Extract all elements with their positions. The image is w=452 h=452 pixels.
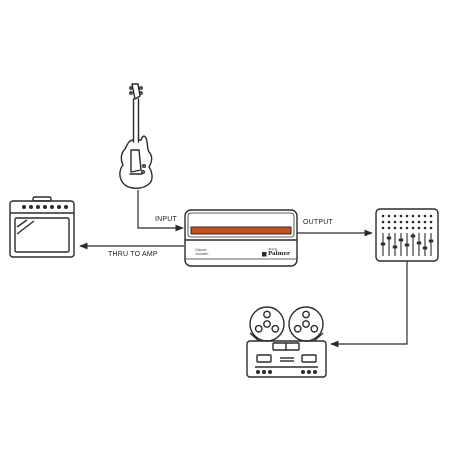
mixer-knob [417, 214, 421, 218]
mixer-fader-cap [392, 245, 398, 249]
input-connection-line [137, 190, 184, 232]
device-brand-small: dbSplit [268, 247, 278, 251]
mixer-fader-cap [416, 241, 422, 245]
mixer-fader-cap [422, 246, 428, 250]
mixer-knob-grid [381, 214, 433, 230]
mixer-fader-cap [398, 238, 404, 242]
mixer-knob [423, 220, 427, 224]
thru-to-amp-label: THRU TO AMP [108, 251, 158, 258]
mixer-faders [380, 233, 434, 256]
mixer-fader-cap [410, 234, 416, 238]
mixer-knob [387, 220, 391, 224]
signal-splitter-device [184, 209, 298, 267]
mixer-knob [423, 226, 427, 230]
mixer-knob [399, 220, 403, 224]
mixer-knob [381, 214, 385, 218]
reel-to-reel-recorder-icon [246, 306, 327, 378]
mixer-knob [393, 226, 397, 230]
mixer-knob [381, 220, 385, 224]
mixer-knob [393, 214, 397, 218]
mixer-fader-cap [386, 236, 392, 240]
mixer-fader-cap [380, 242, 386, 246]
mixer-knob [393, 220, 397, 224]
mixer-knob [411, 220, 415, 224]
mixer-fader-cap [428, 239, 434, 243]
mixer-knob [417, 226, 421, 230]
mixer-knob [399, 226, 403, 230]
mixer-knob [411, 226, 415, 230]
mixer-knob [411, 214, 415, 218]
mixer-fader-cap [404, 243, 410, 247]
output-label: OUTPUT [303, 219, 333, 226]
mixer-knob [429, 220, 433, 224]
device-model-line1: Classic [195, 248, 207, 252]
palmer-logo-icon [262, 252, 267, 257]
mixer-knob [405, 220, 409, 224]
mixer-knob [405, 226, 409, 230]
mixer-knob [405, 214, 409, 218]
electric-guitar-icon [119, 83, 153, 189]
device-model-line2: Junction [195, 252, 209, 256]
mixer-knob [381, 226, 385, 230]
mixer-knob [429, 226, 433, 230]
mixer-knob [417, 220, 421, 224]
mixer-knob [399, 214, 403, 218]
mixer-knob [423, 214, 427, 218]
mixer-knob [387, 226, 391, 230]
mixer-knob [429, 214, 433, 218]
mixer-to-recorder-connection-line [330, 261, 408, 348]
splitter-accent-strip [190, 226, 292, 235]
input-label: INPUT [155, 216, 177, 223]
mixer-knob [387, 214, 391, 218]
guitar-amplifier-icon [9, 196, 75, 258]
device-brand: Palmer [268, 251, 290, 257]
